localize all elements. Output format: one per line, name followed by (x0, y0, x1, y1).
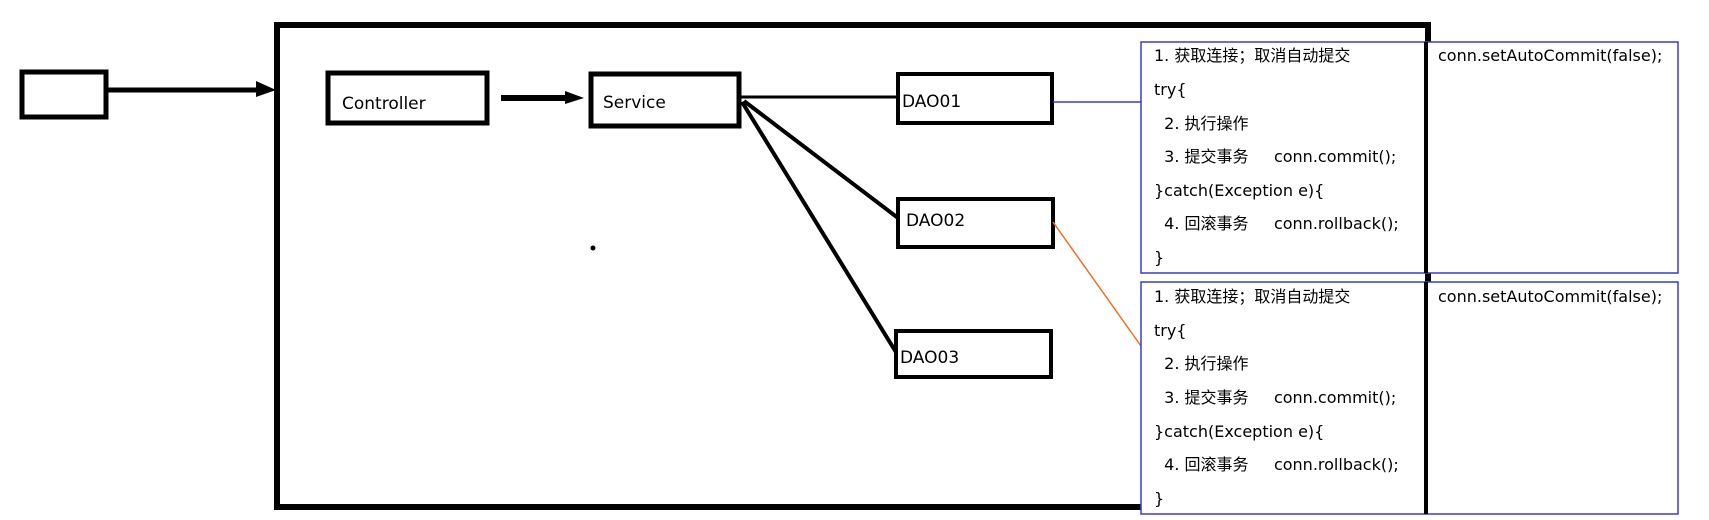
service-arrow-head (565, 91, 584, 104)
note-1-line-6: 4. 回滚事务 conn.rollback(); (1154, 214, 1399, 233)
service-to-dao02-line (742, 99, 900, 220)
dao02-label: DAO02 (906, 211, 966, 231)
service-to-dao03-line (740, 100, 901, 359)
note-2-line-1: 1. 获取连接；取消自动提交 (1154, 287, 1351, 306)
note-2-line-2: try{ (1154, 321, 1187, 340)
dao03-box (894, 329, 1053, 379)
note-2-line-4: 3. 提交事务 conn.commit(); (1154, 388, 1397, 407)
note-1-line-7: } (1154, 248, 1165, 267)
transaction-note-2-box (1140, 281, 1679, 515)
note-1-line-3: 2. 执行操作 (1154, 114, 1249, 133)
dao03-label: DAO03 (900, 348, 960, 368)
note-1-line-4: 3. 提交事务 conn.commit(); (1154, 147, 1397, 166)
note-2-line-7: } (1154, 489, 1165, 508)
note-2-side-text: conn.setAutoCommit(false); (1438, 287, 1663, 306)
transaction-note-1-box (1140, 41, 1679, 274)
client-arrow-head (256, 81, 276, 97)
note-1-line-1: 1. 获取连接；取消自动提交 (1154, 46, 1351, 65)
service-label: Service (603, 93, 666, 113)
dao01-box (896, 72, 1054, 125)
note-1-line-2: try{ (1154, 80, 1187, 99)
controller-box (325, 70, 490, 126)
controller-label: Controller (342, 94, 426, 114)
note-1-line-5: }catch(Exception e){ (1154, 181, 1325, 200)
dao02-note-connector (1052, 221, 1142, 347)
stray-dot (590, 245, 596, 251)
dao02-box (896, 197, 1055, 249)
note-2-line-6: 4. 回滚事务 conn.rollback(); (1154, 455, 1399, 474)
client-box (19, 69, 109, 120)
service-box (588, 71, 742, 129)
note-2-line-5: }catch(Exception e){ (1154, 422, 1325, 441)
note-1-side-text: conn.setAutoCommit(false); (1438, 46, 1663, 65)
note-2-line-3: 2. 执行操作 (1154, 354, 1249, 373)
dao01-label: DAO01 (902, 92, 962, 112)
